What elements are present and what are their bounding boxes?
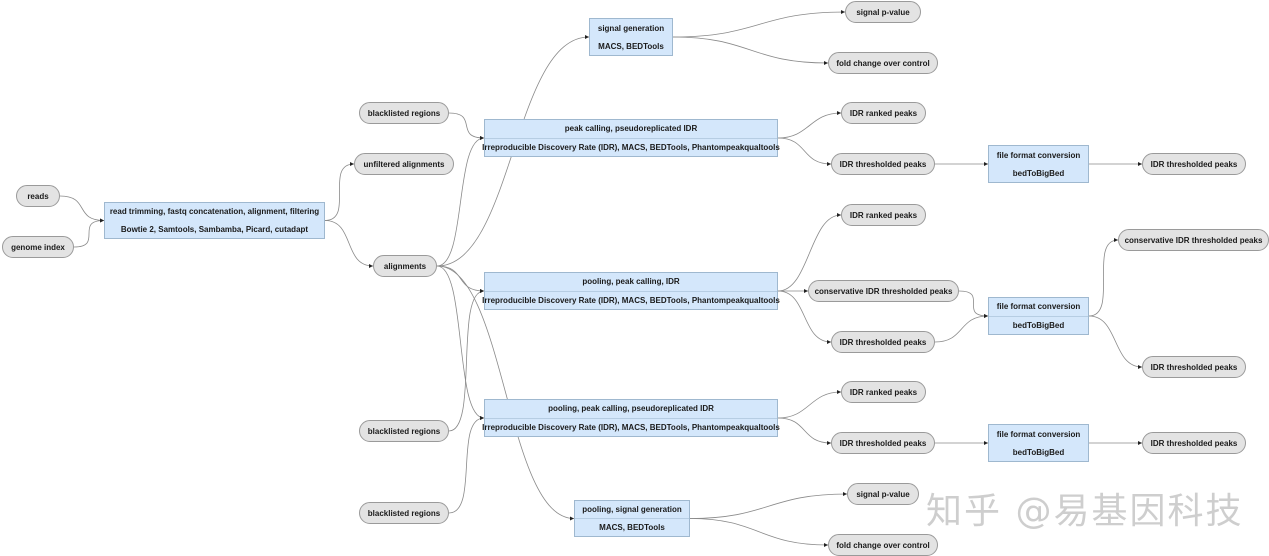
edge-pool_peak_idr-to-idr_ranked_2	[777, 213, 842, 292]
step-node-file-format-conversion[interactable]: file format conversion bedToBigBed	[988, 297, 1089, 335]
data-node-idr-thresholded-peaks[interactable]: IDR thresholded peaks	[1142, 153, 1246, 175]
edge-reads-to-align	[59, 195, 105, 223]
edge-pool_signal-to-fold_change_2	[689, 518, 829, 547]
step-tools: bedToBigBed	[1012, 447, 1065, 457]
data-node-signal-p-value[interactable]: signal p-value	[845, 1, 921, 23]
edge-pool_peak_pseudo-to-idr_ranked_3	[777, 390, 842, 419]
edge-conv_2-to-idr_thresh_2_out	[1088, 315, 1143, 369]
edge-alignments-to-pool_signal	[436, 265, 575, 521]
step-tools: Bowtie 2, Samtools, Sambamba, Picard, cu…	[120, 224, 309, 234]
data-node-idr-thresholded-peaks[interactable]: IDR thresholded peaks	[831, 153, 935, 175]
step-title: pooling, peak calling, pseudoreplicated …	[548, 404, 714, 414]
step-tools: MACS, BEDTools	[598, 41, 664, 51]
data-node-genome-index[interactable]: genome index	[2, 236, 74, 258]
data-node-blacklisted-regions[interactable]: blacklisted regions	[359, 102, 449, 124]
step-node-pooling-signal-generation[interactable]: pooling, signal generation MACS, BEDTool…	[574, 500, 690, 537]
step-title: pooling, signal generation	[582, 505, 682, 514]
step-tools: Irreproducible Discovery Rate (IDR), MAC…	[482, 290, 780, 310]
edge-signal_gen-to-signal_pvalue_1	[672, 10, 846, 38]
edge-signal_gen-to-fold_change_1	[672, 36, 829, 65]
step-tools: bedToBigBed	[989, 315, 1088, 335]
data-node-idr-ranked-peaks[interactable]: IDR ranked peaks	[841, 102, 926, 124]
edge-genome_index-to-align	[73, 218, 105, 248]
step-tools: Irreproducible Discovery Rate (IDR), MAC…	[482, 137, 780, 157]
edge-peak_pseudo-to-idr_ranked_1	[777, 111, 842, 139]
data-node-alignments[interactable]: alignments	[373, 255, 437, 277]
step-node-file-format-conversion[interactable]: file format conversion bedToBigBed	[988, 424, 1089, 462]
edge-idr_thresh_2-to-conv_2	[934, 314, 989, 343]
data-node-idr-ranked-peaks[interactable]: IDR ranked peaks	[841, 381, 926, 403]
edge-alignments-to-peak_pseudo	[436, 136, 485, 267]
data-node-reads[interactable]: reads	[16, 185, 60, 207]
data-node-conservative-idr-thresholded-peaks[interactable]: conservative IDR thresholded peaks	[808, 280, 959, 302]
data-node-idr-thresholded-peaks[interactable]: IDR thresholded peaks	[831, 331, 935, 353]
data-node-conservative-idr-thresholded-peaks[interactable]: conservative IDR thresholded peaks	[1118, 229, 1269, 251]
step-tools: MACS, BEDTools	[575, 518, 689, 536]
step-node-read-alignment[interactable]: read trimming, fastq concatenation, alig…	[104, 202, 325, 239]
data-node-unfiltered-alignments[interactable]: unfiltered alignments	[354, 153, 454, 175]
step-title: file format conversion	[996, 302, 1081, 312]
edge-pool_peak_idr-to-idr_thresh_2	[777, 290, 832, 344]
edge-blacklisted_1-to-peak_pseudo	[448, 112, 485, 140]
watermark-text: 知乎 @易基因科技	[926, 491, 1244, 532]
step-node-pooling-peak-calling-pseudoreplicated-idr[interactable]: pooling, peak calling, pseudoreplicated …	[482, 399, 780, 437]
step-tools: Irreproducible Discovery Rate (IDR), MAC…	[482, 417, 780, 437]
data-node-idr-thresholded-peaks[interactable]: IDR thresholded peaks	[831, 432, 935, 454]
step-title: read trimming, fastq concatenation, alig…	[109, 207, 320, 217]
data-node-fold-change-over-control[interactable]: fold change over control	[828, 534, 938, 556]
step-title: pooling, peak calling, IDR	[582, 277, 680, 287]
edge-blacklisted_2-to-pool_peak_idr	[448, 289, 485, 432]
edge-align-to-alignments	[324, 220, 374, 268]
edge-peak_pseudo-to-idr_thresh_1	[777, 137, 832, 166]
edge-blacklisted_3-to-pool_peak_pseudo	[448, 416, 485, 514]
data-node-idr-ranked-peaks[interactable]: IDR ranked peaks	[841, 204, 926, 226]
edge-cons_idr_2-to-conv_2	[958, 290, 989, 318]
edge-conv_2-to-cons_idr_2_out	[1088, 238, 1119, 317]
data-node-signal-p-value[interactable]: signal p-value	[847, 483, 919, 505]
step-node-peak-calling-pseudoreplicated-idr[interactable]: peak calling, pseudoreplicated IDR Irrep…	[482, 119, 780, 157]
step-title: signal generation	[597, 23, 665, 33]
edge-alignments-to-pool_peak_pseudo	[436, 265, 485, 420]
data-node-blacklisted-regions[interactable]: blacklisted regions	[359, 420, 449, 442]
edge-pool_peak_pseudo-to-idr_thresh_3	[777, 417, 832, 445]
data-node-idr-thresholded-peaks[interactable]: IDR thresholded peaks	[1142, 356, 1246, 378]
data-node-blacklisted-regions[interactable]: blacklisted regions	[359, 502, 449, 524]
step-title: file format conversion	[996, 150, 1081, 160]
edge-align-to-unfiltered_alignments	[324, 162, 355, 221]
data-node-fold-change-over-control[interactable]: fold change over control	[828, 52, 938, 74]
step-title: file format conversion	[996, 429, 1081, 439]
step-node-signal-generation[interactable]: signal generation MACS, BEDTools	[589, 18, 673, 56]
step-title: peak calling, pseudoreplicated IDR	[564, 124, 698, 134]
step-node-file-format-conversion[interactable]: file format conversion bedToBigBed	[988, 145, 1089, 183]
edge-pool_signal-to-signal_pvalue_2	[689, 492, 848, 519]
step-node-pooling-peak-calling-idr[interactable]: pooling, peak calling, IDR Irreproducibl…	[482, 272, 780, 310]
step-tools: bedToBigBed	[1012, 168, 1065, 178]
edge-alignments-to-pool_peak_idr	[436, 265, 485, 293]
data-node-idr-thresholded-peaks[interactable]: IDR thresholded peaks	[1142, 432, 1246, 454]
